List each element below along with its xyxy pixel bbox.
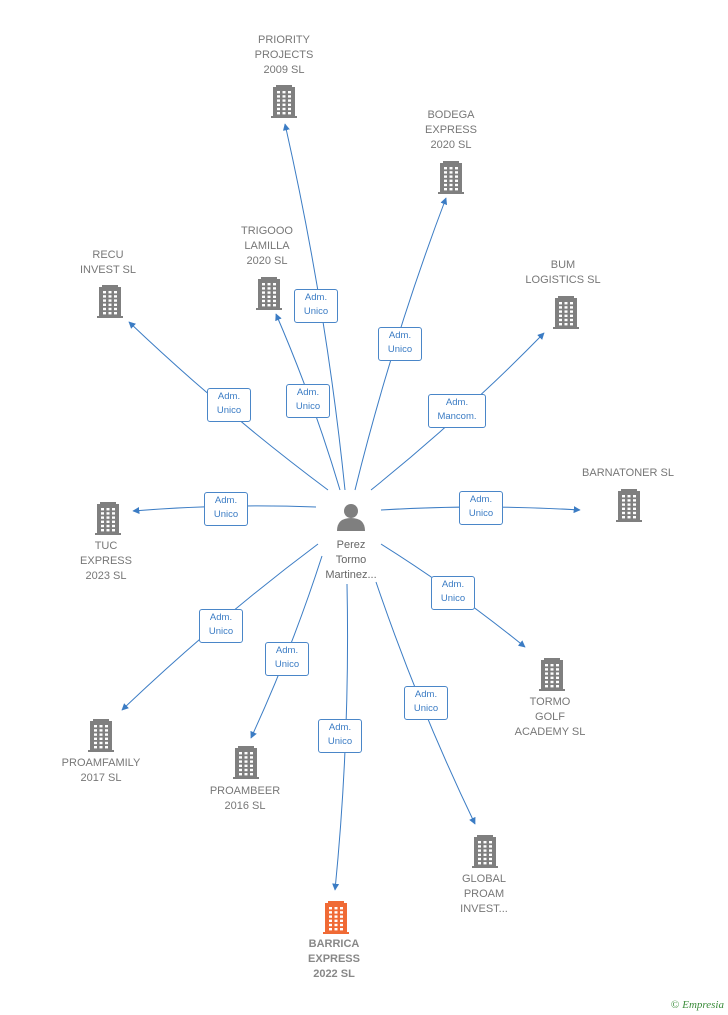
company-name-recu[interactable]: RECU INVEST SL xyxy=(79,249,137,276)
building-icon-tormo[interactable] xyxy=(539,658,565,691)
role-label-trigooo[interactable]: Adm. Unico xyxy=(286,384,330,418)
building-icon-proamfamily[interactable] xyxy=(88,719,114,752)
role-label-proambeer[interactable]: Adm. Unico xyxy=(265,642,309,676)
company-name-priority[interactable]: PRIORITY PROJECTS 2009 SL xyxy=(254,34,314,76)
building-icon-priority[interactable] xyxy=(271,85,297,118)
role-label-bum[interactable]: Adm. Mancom. xyxy=(428,394,486,428)
brand-footer[interactable]: ©Empresia xyxy=(671,999,724,1011)
building-icon-recu[interactable] xyxy=(97,285,123,318)
building-icon-barrica[interactable] xyxy=(323,901,349,934)
building-icon-bum[interactable] xyxy=(553,296,579,329)
company-name-tuc[interactable]: TUC EXPRESS 2023 SL xyxy=(80,540,132,582)
building-icon-tuc[interactable] xyxy=(95,502,121,535)
role-label-global[interactable]: Adm. Unico xyxy=(404,686,448,720)
company-name-bum[interactable]: BUM LOGISTICS SL xyxy=(525,259,601,286)
building-icon-barnatoner[interactable] xyxy=(616,489,642,522)
company-name-barnatoner[interactable]: BARNATONER SL xyxy=(582,467,674,479)
company-name-tormo[interactable]: TORMO GOLF ACADEMY SL xyxy=(514,696,586,738)
company-name-trigooo[interactable]: TRIGOOO LAMILLA 2020 SL xyxy=(241,225,293,267)
company-name-proamfamily[interactable]: PROAMFAMILY 2017 SL xyxy=(61,757,141,784)
role-label-proamfamily[interactable]: Adm. Unico xyxy=(199,609,243,643)
person-name[interactable]: Perez Tormo Martinez... xyxy=(325,539,377,581)
building-icon-global[interactable] xyxy=(472,835,498,868)
role-label-barnatoner[interactable]: Adm. Unico xyxy=(459,491,503,525)
company-name-global[interactable]: GLOBAL PROAM INVEST... xyxy=(460,873,508,915)
role-label-tuc[interactable]: Adm. Unico xyxy=(204,492,248,526)
person-icon[interactable] xyxy=(337,504,365,531)
company-name-proambeer[interactable]: PROAMBEER 2016 SL xyxy=(209,785,281,812)
role-label-barrica[interactable]: Adm. Unico xyxy=(318,719,362,753)
role-label-tormo[interactable]: Adm. Unico xyxy=(431,576,475,610)
building-icon-proambeer[interactable] xyxy=(233,746,259,779)
copyright-symbol: © xyxy=(670,999,680,1011)
role-label-bodega[interactable]: Adm. Unico xyxy=(378,327,422,361)
building-icon-bodega[interactable] xyxy=(438,161,464,194)
company-name-bodega[interactable]: BODEGA EXPRESS 2020 SL xyxy=(425,109,477,151)
brand-name: Empresia xyxy=(682,999,724,1011)
role-label-recu[interactable]: Adm. Unico xyxy=(207,388,251,422)
company-name-barrica[interactable]: BARRICA EXPRESS 2022 SL xyxy=(308,938,360,980)
role-label-priority[interactable]: Adm. Unico xyxy=(294,289,338,323)
building-icon-trigooo[interactable] xyxy=(256,277,282,310)
